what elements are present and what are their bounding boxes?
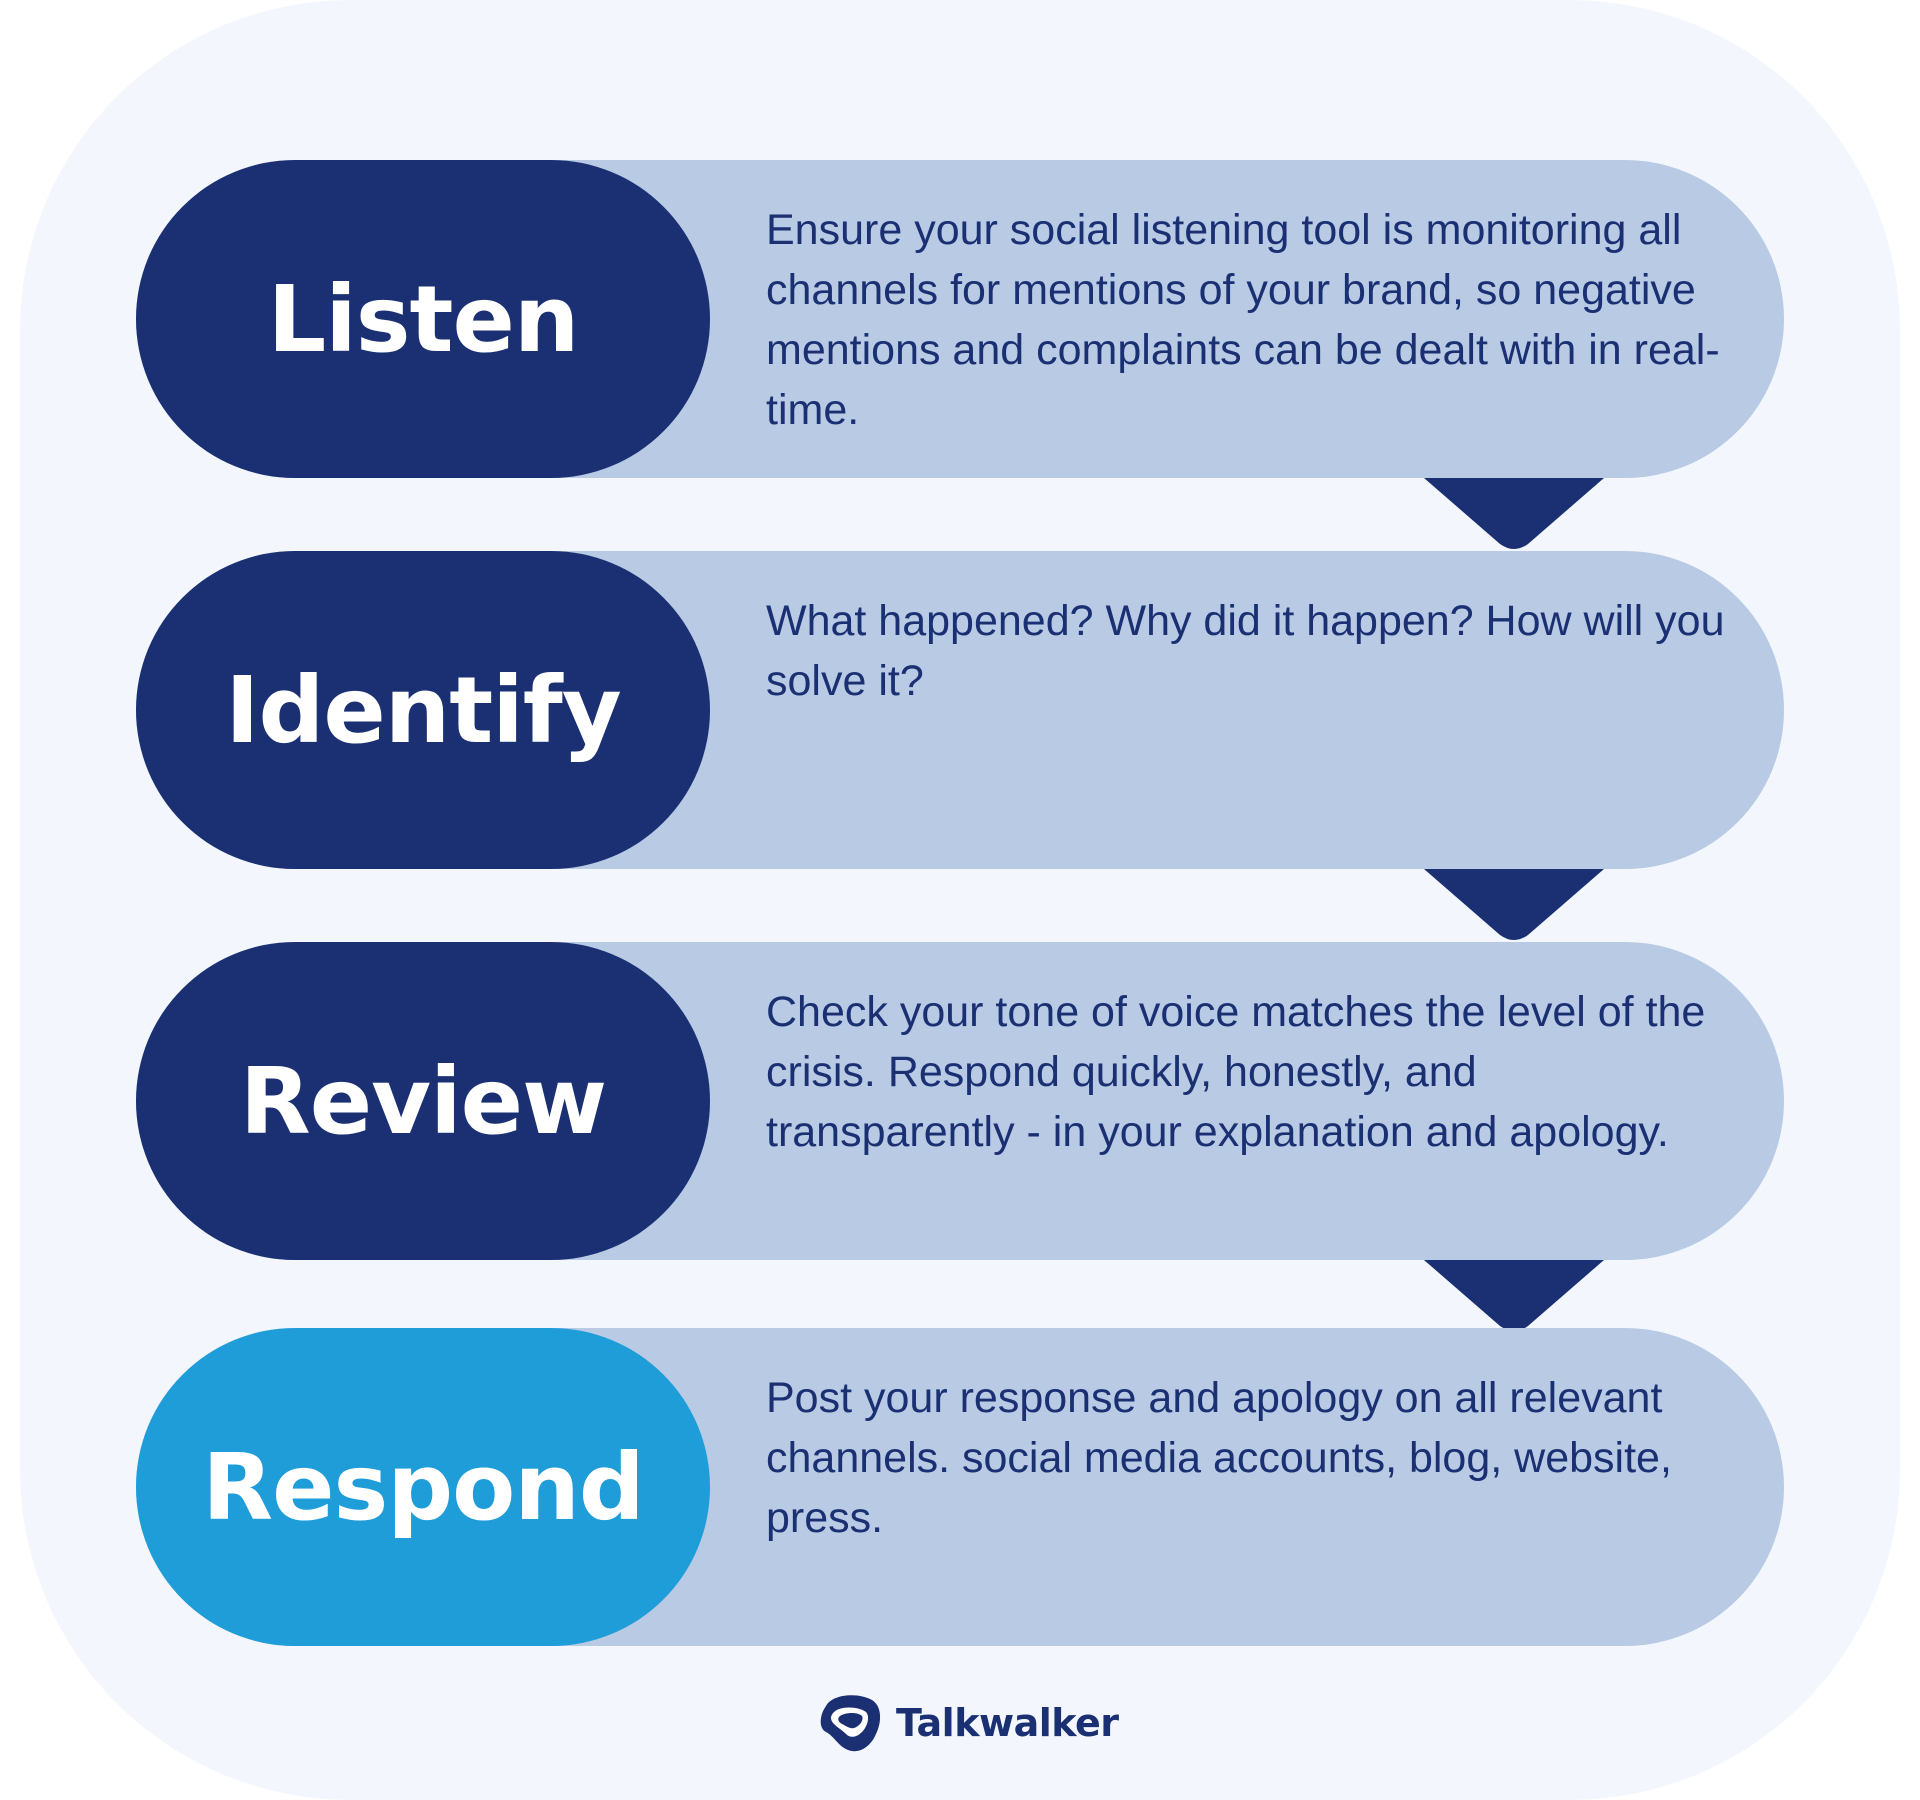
step-title: Respond [202,1433,644,1541]
step-review: Review Check your tone of voice matches … [136,942,1784,1260]
step-listen: Listen Ensure your social listening tool… [136,160,1784,478]
step-respond: Respond Post your response and apology o… [136,1328,1784,1646]
down-arrow-icon [1424,1260,1604,1331]
step-pill: Identify [136,551,710,869]
step-title: Review [239,1047,607,1155]
talkwalker-logo-icon [820,1695,881,1752]
brand-name: Talkwalker [896,1701,1119,1745]
down-arrow-icon [1424,478,1604,549]
step-description: Ensure your social listening tool is mon… [766,206,1720,434]
step-description: Post your response and apology on all re… [766,1374,1672,1542]
step-pill: Listen [136,160,710,478]
step-title: Identify [225,656,621,764]
step-pill: Review [136,942,710,1260]
step-description: Check your tone of voice matches the lev… [766,988,1706,1156]
step-identify: Identify What happened? Why did it happe… [136,551,1784,869]
brand-logo: Talkwalker [814,1688,1119,1758]
down-arrow-icon [1424,869,1604,940]
step-title: Listen [267,265,580,373]
step-description: What happened? Why did it happen? How wi… [766,597,1725,705]
step-pill: Respond [136,1328,710,1646]
